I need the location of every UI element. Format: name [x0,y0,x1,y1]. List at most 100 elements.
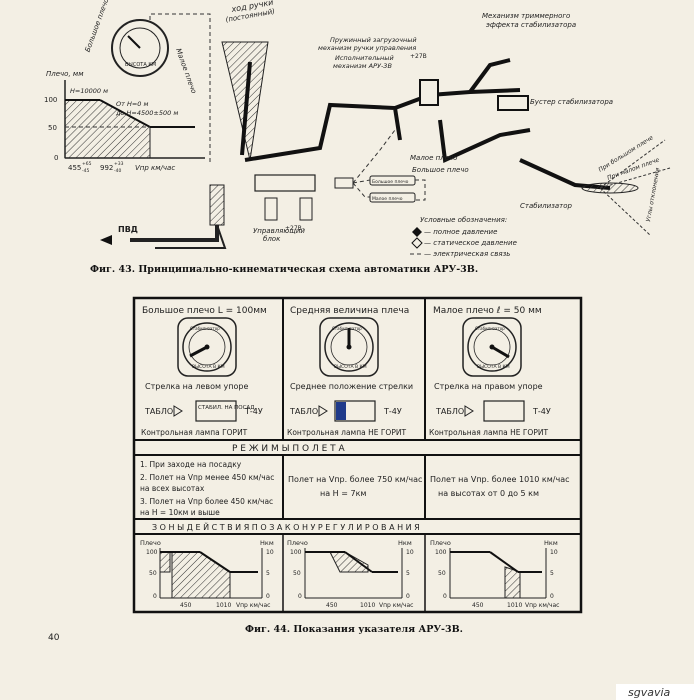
zc2-x1010: 1010 [360,602,375,609]
mini-x-tick2-sub: -40 [114,168,121,174]
zc1-h5: 5 [266,570,270,577]
zc2-h10: 10 [406,549,414,556]
col2-lamp: Т-4У [383,407,402,416]
zc3-x450: 450 [472,602,484,609]
gauge-wire [149,13,211,165]
gauge1-bottom: ВЫСОТА В КМ [192,364,225,370]
mini-y-0: 0 [54,154,58,162]
modes: 1. При заходе на посадку 2. Полет на Vпр… [140,460,570,517]
mini-x-tick1-sup: +65 [82,161,92,167]
column-small-arm: Малое плечо ℓ = 50 мм Стабилизатор ВЫСОТ… [429,306,551,437]
handle-travel: ход ручки (постоянный) [221,0,276,161]
fig43-schematic: ВЫСОТА КМ Большое плечо Малое плечо ход … [44,0,671,275]
watermark-bg [616,684,694,700]
gauge2-top: Стабилизатор [332,326,362,331]
linkage-main [244,102,402,162]
zc2-y0: 0 [298,593,302,600]
col1-title: Большое плечо L = 100мм [142,306,267,316]
zone-charts: Плечо Hкм 100 50 0 10 5 0 450 1010 Vпр к… [140,539,559,609]
col2-tablo: ТАБЛО [289,407,318,416]
pvd-label: ПВД [118,225,138,234]
linkage-lower [438,119,531,163]
col2-lamp-status: Контрольная лампа НЕ ГОРИТ [287,428,406,437]
zc2-xlabel: Vпр км/час [379,602,413,609]
actuator-box [419,79,439,106]
mode3-line1: Полет на Vпр. более 1010 км/час [430,475,570,484]
plus278-top: +27В [410,53,427,60]
col3-status: Стрелка на правом упоре [434,382,543,391]
zone-chart-1: Плечо Hкм 100 50 0 10 5 0 450 1010 Vпр к… [140,539,274,609]
zc3-h5: 5 [550,570,554,577]
col2-status: Среднее положение стрелки [290,382,413,391]
spring-label-2: механизм ручки управления [318,44,416,52]
trim-label: Механизм триммерного [482,12,570,20]
col3-lamp-status: Контрольная лампа НЕ ГОРИТ [429,428,548,437]
lamp-small-arm: Малое плечо [372,196,403,202]
col3-title: Малое плечо ℓ = 50 мм [433,306,542,316]
legend: Условные обозначения: — полное давление … [410,216,517,258]
zc2-h0: 0 [406,593,410,600]
mode1-line1: 1. При заходе на посадку [140,460,242,469]
mini-h-label: H=10000 м [70,87,108,95]
gauge3-bottom: ВЫСОТА В КМ [477,364,510,370]
mode2-line2: на H = 7км [320,489,366,498]
booster-label: Бустер стабилизатора [530,98,613,106]
zc1-ylabel: Плечо [140,539,161,547]
column-middle-arm: Средняя величина плеча Стабилизатор ВЫСО… [287,306,413,437]
zones-header: З О Н Ы Д Е Й С Т В И Я П О З А К О Н У … [152,521,420,532]
top-gauge-alt-label: ВЫСОТА КМ [125,62,156,68]
col1-lamp-status: Контрольная лампа ГОРИТ [141,428,248,437]
mini-x-tick1-sub: -45 [82,168,89,174]
zc3-xlabel: Vпр км/час [525,602,559,609]
mini-xlabel: Vпр км/час [135,164,175,172]
col2-title: Средняя величина плеча [290,306,409,316]
mini-y-50: 50 [48,124,57,132]
col1-lamp: Т-4У [244,407,263,416]
plus278-bottom: +27В [285,225,302,232]
zc2-ylabel: Плечо [287,539,308,547]
zc1-h0: 0 [266,593,270,600]
mini-chart-ylabel: Плечо, мм [46,70,84,78]
legend-elec: — электрическая связь [424,250,510,258]
zc2-y50: 50 [293,570,301,577]
actuator-label: Исполнительный [335,54,394,62]
zc3-ylabel: Плечо [430,539,451,547]
mini-x-tick2: 992 [100,164,113,172]
mode1-line5: на H = 10км и выше [140,508,220,517]
zc3-hlabel: Hкм [544,539,558,547]
zc2-hlabel: Hкм [398,539,412,547]
mode1-line2: 2. Полет на Vпр менее 450 км/час [140,473,274,482]
zc2-h5: 5 [406,570,410,577]
zc2-x450: 450 [326,602,338,609]
zc3-y50: 50 [438,570,446,577]
modes-header: Р Е Ж И М Ы П О Л Е Т А [232,444,346,454]
gauge1-top: Стабилизатор [190,326,220,331]
legend-title: Условные обозначения: [420,216,507,224]
col1-tablo-text: СТАБИЛ. НА ПОСАД. [198,405,256,411]
col1-tablo: ТАБЛО [144,407,173,416]
zc1-y0: 0 [153,593,157,600]
small-arm-label: Малое плечо [410,154,457,162]
trim-label-2: эффекта стабилизатора [486,21,576,29]
linkage-upper [394,88,521,110]
lamp-large-arm: Большое плечо [372,179,409,185]
legend-full: — полное давление [424,228,497,236]
zc3-y0: 0 [443,593,447,600]
mini-to-label: до H=4500±500 м [115,109,178,117]
zc1-x450: 450 [180,602,192,609]
top-gauge-large-arm: Большое плечо [84,0,111,53]
legend-static: — статическое давление [424,239,517,247]
mode1-line4: 3. Полет на Vпр более 450 км/час [140,497,273,506]
zc3-h10: 10 [550,549,558,556]
zc1-hlabel: Hкм [260,539,274,547]
page-number: 40 [48,633,60,643]
large-arm-label: Большое плечо [412,166,469,174]
spring-label: Пружинный загрузочный [330,36,417,44]
stabilizer-label: Стабилизатор [520,202,573,210]
zone-chart-3: Плечо Hкм 100 50 0 10 5 0 450 1010 Vпр к… [430,539,559,609]
control-block-label-2: блок [263,235,281,243]
linkage-trim [468,58,511,94]
deflection-angles: Углы отклонения [645,167,661,222]
zc3-y100: 100 [435,549,447,556]
